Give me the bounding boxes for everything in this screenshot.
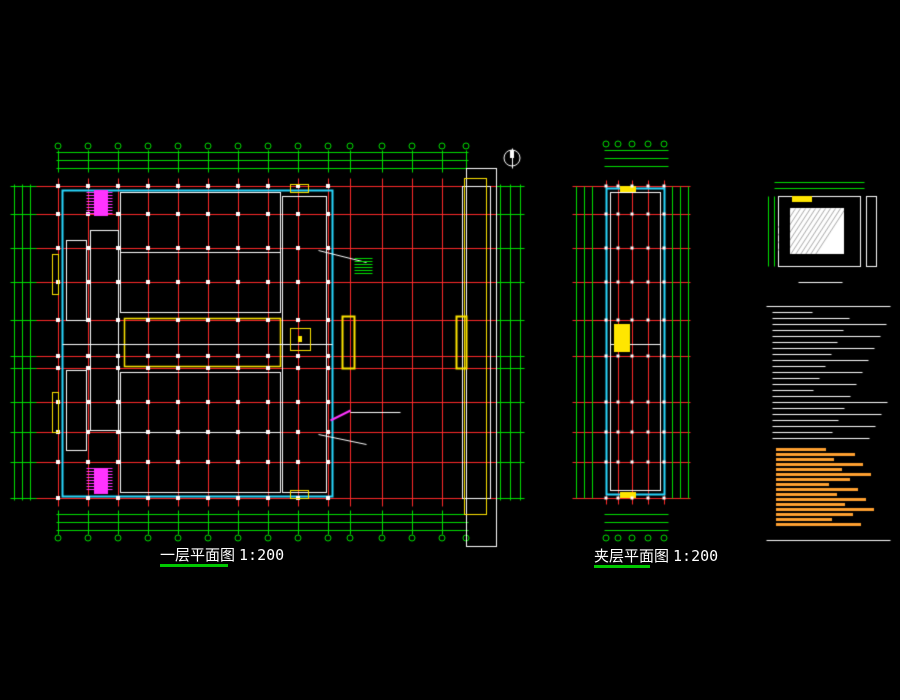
mezzanine-title-underline xyxy=(594,565,650,568)
ground-floor-title-underline xyxy=(160,564,228,567)
